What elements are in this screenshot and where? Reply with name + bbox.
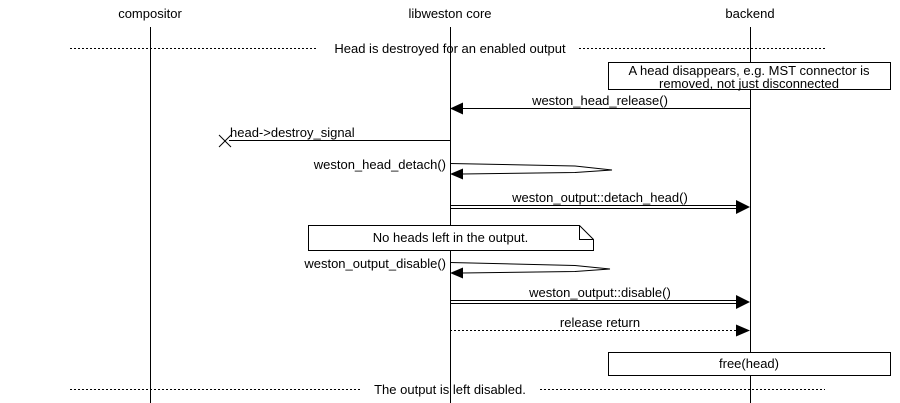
label-weston-output-disable-call: weston_output::disable() <box>529 285 671 300</box>
arrow-release-return <box>450 324 750 337</box>
participant-backend: backend <box>725 6 775 21</box>
arrow-weston-output-disable-self <box>449 262 611 279</box>
label-release-return: release return <box>559 315 641 330</box>
note-fold-icon <box>579 225 594 240</box>
label-weston-head-release: weston_head_release() <box>532 93 668 108</box>
arrow-weston-head-release <box>450 102 750 115</box>
note-head-disappears-label: A head disappears, e.g. MST connector is… <box>628 62 870 91</box>
label-weston-output-detach-head: weston_output::detach_head() <box>512 190 688 205</box>
arrow-weston-head-detach-self <box>449 163 613 180</box>
participant-libweston-core: libweston core <box>408 6 492 21</box>
note-no-heads-label: No heads left in the output. <box>372 230 529 245</box>
box-free-head <box>608 352 891 376</box>
label-weston-output-disable: weston_output_disable() <box>304 256 446 271</box>
arrow-weston-output-detach-head <box>450 200 750 214</box>
label-weston-head-detach: weston_head_detach() <box>313 157 446 172</box>
note-box-no-heads <box>308 225 594 251</box>
divider-top-label: Head is destroyed for an enabled output <box>334 41 566 56</box>
box-free-head-label: free(head) <box>719 356 779 371</box>
arrow-head-destroy-signal <box>218 134 450 148</box>
arrow-weston-output-disable-call <box>450 295 750 309</box>
note-box-head-disappears <box>608 62 891 90</box>
participant-compositor: compositor <box>118 6 182 21</box>
label-head-destroy-signal: head->destroy_signal <box>230 125 355 140</box>
divider-bottom-label: The output is left disabled. <box>374 382 526 397</box>
